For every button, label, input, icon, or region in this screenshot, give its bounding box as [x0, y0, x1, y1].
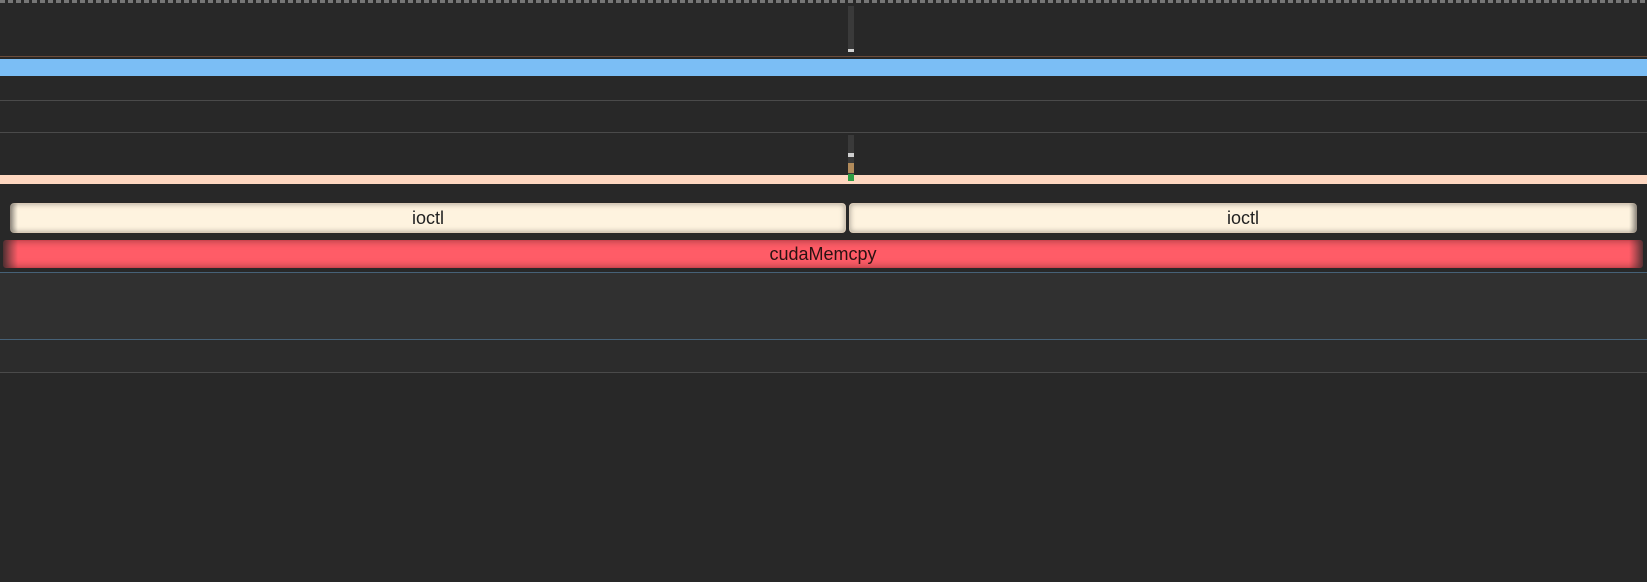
event-ioctl-right[interactable]: ioctl [849, 203, 1637, 233]
event-cudamemcpy[interactable]: cudaMemcpy [3, 240, 1643, 268]
timeline-track-blue[interactable] [0, 59, 1647, 76]
row-divider-4 [0, 272, 1647, 273]
cursor-marker-top [848, 6, 854, 52]
empty-track-lower [0, 340, 1647, 372]
row-divider-2 [0, 100, 1647, 101]
event-ioctl-left[interactable]: ioctl [10, 203, 846, 233]
row-divider-5 [0, 339, 1647, 340]
marker-tick-top [848, 49, 854, 52]
empty-track-area [0, 273, 1647, 339]
timeline-track-peach[interactable] [0, 175, 1647, 184]
marker-tick-brown [848, 163, 854, 173]
marker-tick-green [848, 174, 854, 181]
marker-tick-white [848, 153, 854, 157]
row-divider-1 [0, 56, 1647, 57]
time-ruler [0, 0, 1647, 3]
row-divider-6 [0, 372, 1647, 373]
row-divider-3 [0, 132, 1647, 133]
